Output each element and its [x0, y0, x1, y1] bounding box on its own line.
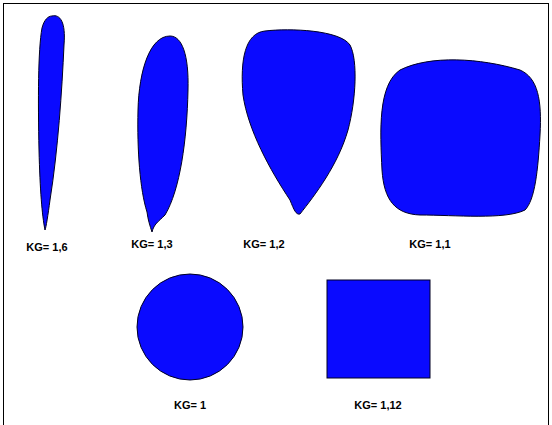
oval-leaf-shape [138, 36, 188, 232]
frame-border [4, 4, 549, 425]
coefficient-label: KG= 1 [174, 399, 206, 412]
coefficient-label: KG= 1,12 [354, 399, 401, 412]
drop-shape [242, 30, 355, 214]
coefficient-label: KG= 1,2 [243, 238, 284, 251]
circle-shape [137, 274, 243, 380]
coefficient-label: KG= 1,6 [26, 241, 67, 254]
square-shape [327, 280, 430, 378]
thin-leaf-shape [38, 16, 64, 230]
rounded-blob-shape [381, 60, 541, 216]
coefficient-label: KG= 1,3 [131, 238, 172, 251]
coefficient-label: KG= 1,1 [409, 238, 450, 251]
